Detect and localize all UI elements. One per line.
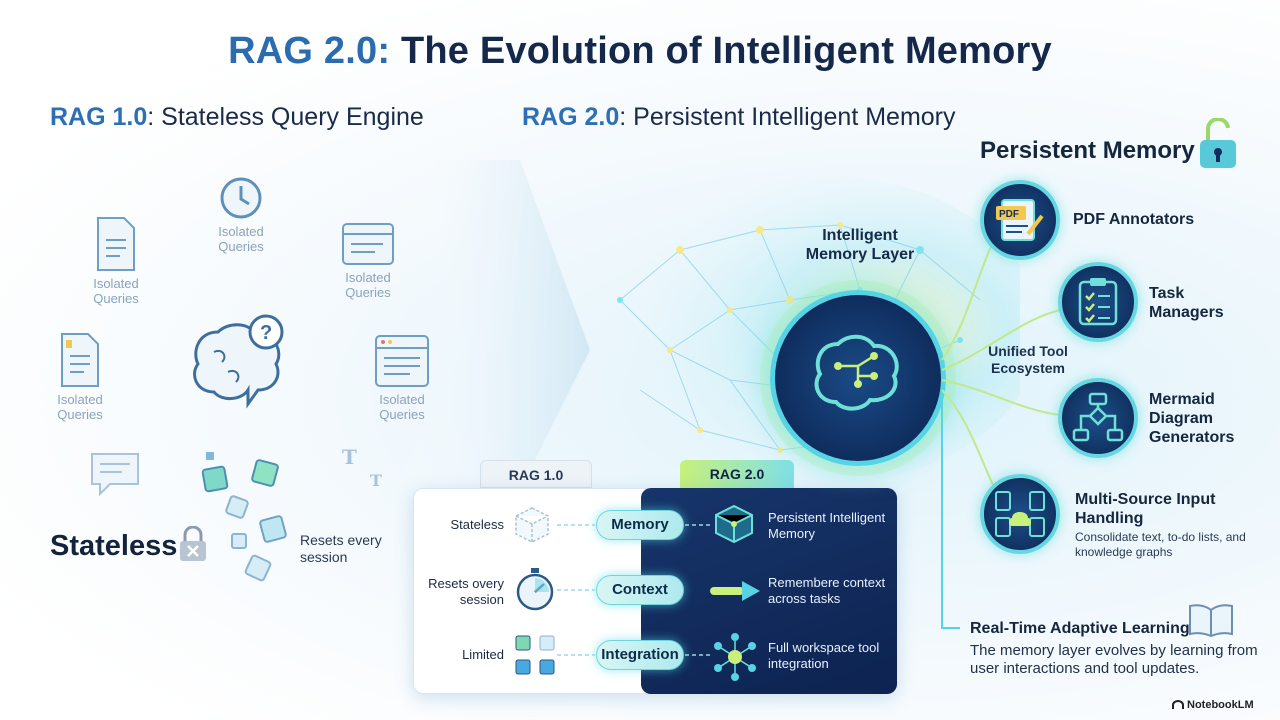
svg-text:?: ? [260,322,272,344]
arrow-right-icon [710,581,760,601]
chat-bubble-icon [91,453,139,497]
window-icon [342,223,394,265]
brain-caption: Intelligent Memory Layer [805,227,915,263]
persistent-memory-title: Persistent Memory [980,137,1195,164]
documents-icon [995,491,1045,537]
browser-icon [375,335,429,387]
text-icon: TT [342,445,382,490]
unified-tool-label: Unified Tool Ecosystem [988,343,1068,376]
svg-text:T: T [370,471,382,490]
scattered-cubes [201,452,287,582]
row-label-stateless: Stateless [450,517,504,532]
task-manager-circle [1058,262,1138,342]
tab-rag2: RAG 2.0 [680,460,794,488]
network-hub-icon [714,633,756,681]
grid-blocks-icon [515,635,555,675]
rag2-integration-text: Full workspace tool integration [768,640,880,671]
document-icon [61,333,99,387]
tool-label-mermaid: Mermaid Diagram Generators [1149,391,1235,446]
brain-circuit-icon [814,334,899,411]
confused-brain-icon: ? [193,314,284,409]
clipboard-icon [1078,278,1118,326]
mermaid-circle [1058,378,1138,458]
lock-open-icon [1200,118,1236,168]
tool-sub-multisource: Consolidate text, to-do lists, and knowl… [1075,530,1246,559]
rag2-section-title: RAG 2.0: Persistent Intelligent Memory [522,103,956,131]
lock-closed-icon [180,526,206,561]
notebooklm-logo-icon [1172,700,1184,709]
notebooklm-branding: NotebookLM [1187,699,1254,711]
row-label-resets: Resets overy session [428,576,504,607]
svg-text:T: T [342,445,357,469]
clock-icon [220,177,262,219]
memory-pill: Memory [596,510,684,540]
rag2-memory-text: Persistent Intelligent Memory [768,510,886,541]
memory-cube-icon [715,504,753,544]
tab-rag1: RAG 1.0 [480,460,592,488]
flowchart-icon [1072,392,1124,442]
stateless-label: Stateless [50,530,178,562]
open-book-icon [1189,604,1233,638]
page-title: RAG 2.0: The Evolution of Intelligent Me… [228,30,1052,72]
pdf-icon: PDF [996,199,1044,241]
pdf-badge-text: PDF [999,209,1019,220]
tool-label-task: Task Managers [1149,285,1224,321]
tool-label-pdf: PDF Annotators [1073,211,1195,228]
tool-label-multisource: Multi-Source Input Handling [1075,491,1216,527]
rag2-context-text: Remembere context across tasks [768,575,886,606]
stopwatch-icon [516,568,554,611]
rag1-section-title: RAG 1.0: Stateless Query Engine [50,103,424,131]
cube-outline-icon [515,507,549,543]
transition-chevron [390,160,590,490]
realtime-learning-title: Real-Time Adaptive Learning [970,620,1190,637]
resets-label: Resets every session [300,532,382,565]
row-label-limited: Limited [462,647,504,662]
row-connectors [557,524,710,656]
context-pill: Context [596,575,684,605]
integration-pill: Integration [596,640,684,670]
realtime-learning-desc: The memory layer evolves by learning fro… [970,642,1258,677]
document-icon [97,217,135,271]
